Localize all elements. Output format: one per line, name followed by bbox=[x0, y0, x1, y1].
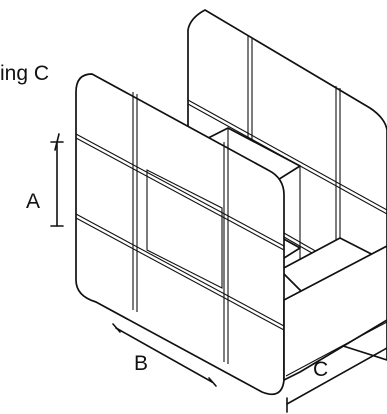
dimension-b-label: B bbox=[134, 352, 148, 375]
caption-text: ing C bbox=[0, 62, 49, 85]
dimension-a-label: A bbox=[26, 190, 40, 213]
front-panel bbox=[75, 73, 285, 396]
dimension-c-label: C bbox=[313, 358, 328, 381]
dimension-a: A bbox=[26, 133, 64, 227]
dimension-b: B bbox=[112, 323, 217, 387]
dimension-c: C bbox=[286, 347, 387, 413]
right-side-panel bbox=[283, 245, 387, 381]
